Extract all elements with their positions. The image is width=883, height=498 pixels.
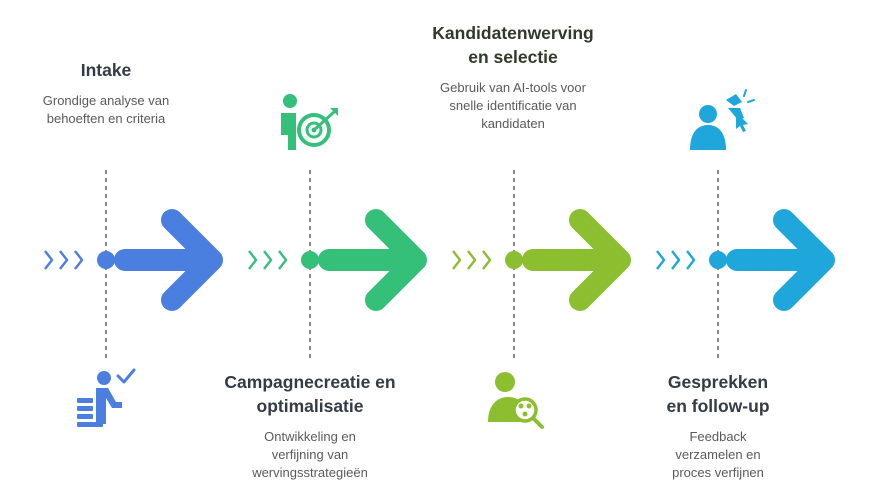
arrow-right-icon [114,209,223,311]
step-3-title: Kandidatenwerving en selectie [432,23,594,67]
person-cursor-icon [690,89,755,150]
chevron-icon [59,250,69,270]
person-checklist-icon [77,368,136,427]
chevron-icon [656,250,666,270]
chevron-icon [44,250,54,270]
arrow-right-icon [522,209,631,311]
chevron-icon [671,250,681,270]
chevron-icon [452,250,462,270]
step-2-description: Ontwikkeling en verfijning van wervingss… [252,429,368,480]
step-4-graphic [656,89,835,360]
arrow-right-icon [318,209,427,311]
step-2-text: Campagnecreatie en optimalisatie Ontwikk… [220,370,400,482]
step-3-node [505,251,523,269]
step-2-graphic [248,94,427,360]
step-2-node [301,251,319,269]
step-1-title: Intake [80,60,132,80]
chevron-icon [263,250,273,270]
step-3-text: Kandidatenwerving en selectie Gebruik va… [420,21,606,133]
chevron-icon [278,250,288,270]
step-1-graphic [44,170,223,427]
step-1-description: Grondige analyse van behoeften en criter… [42,93,170,126]
arrow-right-icon [726,209,835,311]
chevron-icon [467,250,477,270]
step-4-node [709,251,727,269]
person-target-icon [281,94,338,150]
step-4-text: Gesprekken en follow-up Feedback verzame… [638,370,798,482]
step-4-description: Feedback verzamelen en proces verfijnen [672,429,764,480]
step-1-text: Intake Grondige analyse van behoeften en… [36,58,176,128]
step-3-graphic [452,170,631,429]
person-search-icon [488,372,544,429]
step-1-node [97,251,115,269]
step-3-description: Gebruik van AI-tools voor snelle identif… [440,80,586,131]
chevron-icon [248,250,258,270]
chevron-icon [686,250,696,270]
chevron-icon [482,250,492,270]
step-4-title: Gesprekken en follow-up [666,372,770,416]
step-2-title: Campagnecreatie en optimalisatie [224,372,396,416]
chevron-icon [74,250,84,270]
